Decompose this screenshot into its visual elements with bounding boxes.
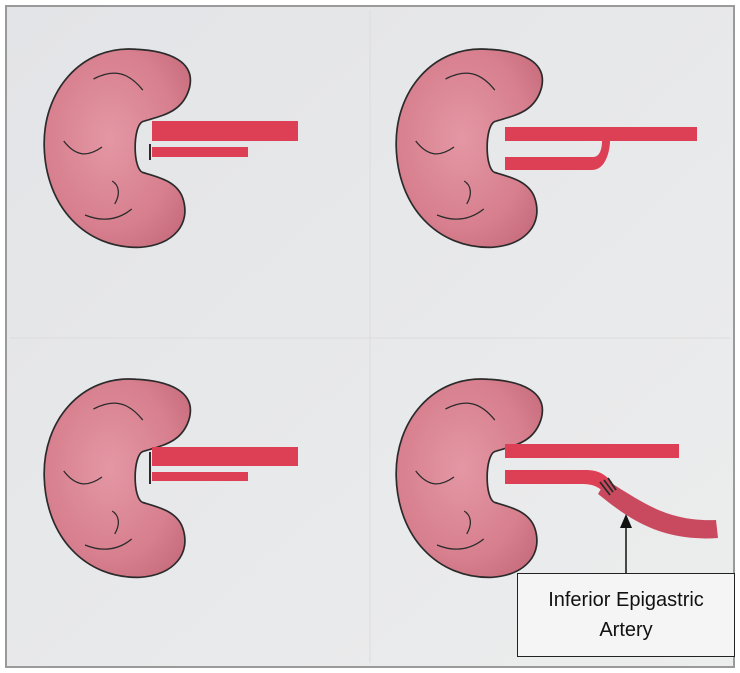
renal-artery-main [152, 121, 298, 141]
renal-artery-main [152, 447, 298, 466]
renal-artery-accessory [152, 472, 248, 481]
callout-label: Inferior Epigastric Artery [531, 585, 721, 645]
renal-artery-main [505, 127, 697, 141]
renal-artery-main [505, 444, 679, 458]
callout-box: Inferior Epigastric Artery [517, 573, 735, 657]
renal-artery-accessory [152, 147, 248, 157]
